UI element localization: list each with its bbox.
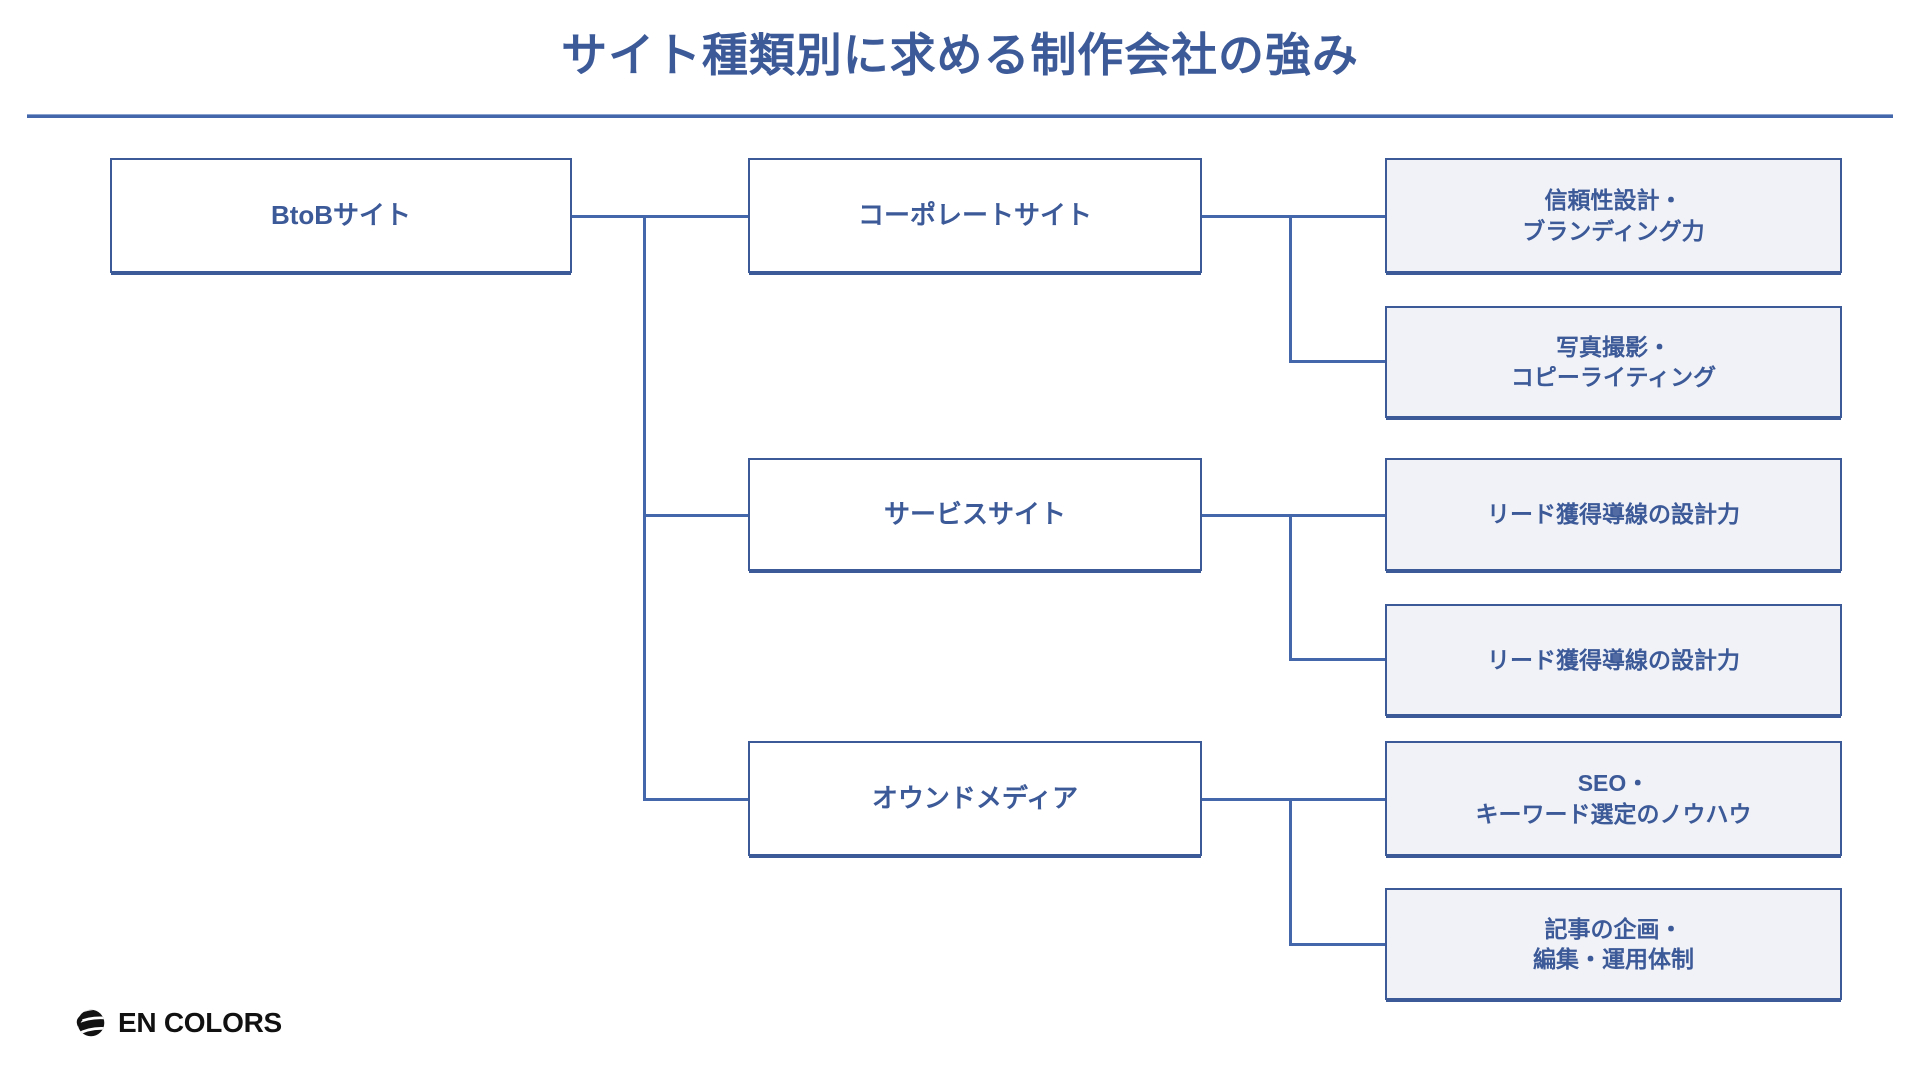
node-strength-corporate-1[interactable]: 信頼性設計・ ブランディング力 [1385, 158, 1842, 273]
node-strength-service-2-label: リード獲得導線の設計力 [1487, 646, 1740, 673]
connector-category-2-riser [1289, 514, 1292, 661]
node-strength-owned-media-2-label: 記事の企画・ 編集・運用体制 [1533, 915, 1694, 972]
globe-stripes-icon [76, 1009, 105, 1037]
connector-category-1-stub [1201, 215, 1292, 218]
connector-trunk [643, 215, 646, 801]
connector-category-3-leaf-1 [1289, 798, 1385, 801]
node-strength-owned-media-1-label: SEO・ キーワード選定のノウハウ [1475, 770, 1752, 827]
brand-logo-text: EN COLORS [118, 1007, 282, 1038]
connector-trunk-to-category-1 [643, 215, 749, 218]
node-category-corporate-label: コーポレートサイト [857, 200, 1092, 231]
node-strength-service-1-label: リード獲得導線の設計力 [1487, 501, 1740, 528]
connector-category-1-riser [1289, 215, 1292, 363]
page-title: サイト種類別に求める制作会社の強み [561, 29, 1359, 81]
node-category-owned-media-label: オウンドメディア [871, 783, 1079, 814]
connector-category-2-stub [1201, 514, 1292, 517]
brand-logo: EN COLORS [74, 1006, 282, 1040]
connector-trunk-to-category-3 [643, 798, 749, 801]
connector-root-stub [572, 215, 646, 218]
node-root-label: BtoBサイト [270, 200, 412, 231]
connector-trunk-to-category-2 [643, 514, 749, 517]
node-category-service-label: サービスサイト [883, 499, 1066, 530]
node-root-btob[interactable]: BtoBサイト [110, 158, 572, 273]
connector-category-3-leaf-2 [1289, 943, 1385, 946]
connector-category-3-stub [1201, 798, 1292, 801]
node-strength-owned-media-1[interactable]: SEO・ キーワード選定のノウハウ [1385, 741, 1842, 856]
connector-category-1-leaf-1 [1289, 215, 1385, 218]
connector-category-2-leaf-1 [1289, 514, 1385, 517]
node-category-corporate[interactable]: コーポレートサイト [748, 158, 1202, 273]
connector-category-2-leaf-2 [1289, 658, 1385, 661]
node-strength-service-2[interactable]: リード獲得導線の設計力 [1385, 604, 1842, 716]
connector-category-1-leaf-2 [1289, 360, 1385, 363]
node-category-owned-media[interactable]: オウンドメディア [748, 741, 1202, 856]
node-strength-corporate-2-label: 写真撮影・ コピーライティング [1510, 333, 1717, 390]
title-divider [27, 114, 1893, 118]
node-strength-service-1[interactable]: リード獲得導線の設計力 [1385, 458, 1842, 571]
node-strength-corporate-1-label: 信頼性設計・ ブランディング力 [1522, 187, 1705, 244]
connector-category-3-riser [1289, 798, 1292, 946]
node-strength-corporate-2[interactable]: 写真撮影・ コピーライティング [1385, 306, 1842, 418]
node-strength-owned-media-2[interactable]: 記事の企画・ 編集・運用体制 [1385, 888, 1842, 1000]
node-category-service[interactable]: サービスサイト [748, 458, 1202, 571]
